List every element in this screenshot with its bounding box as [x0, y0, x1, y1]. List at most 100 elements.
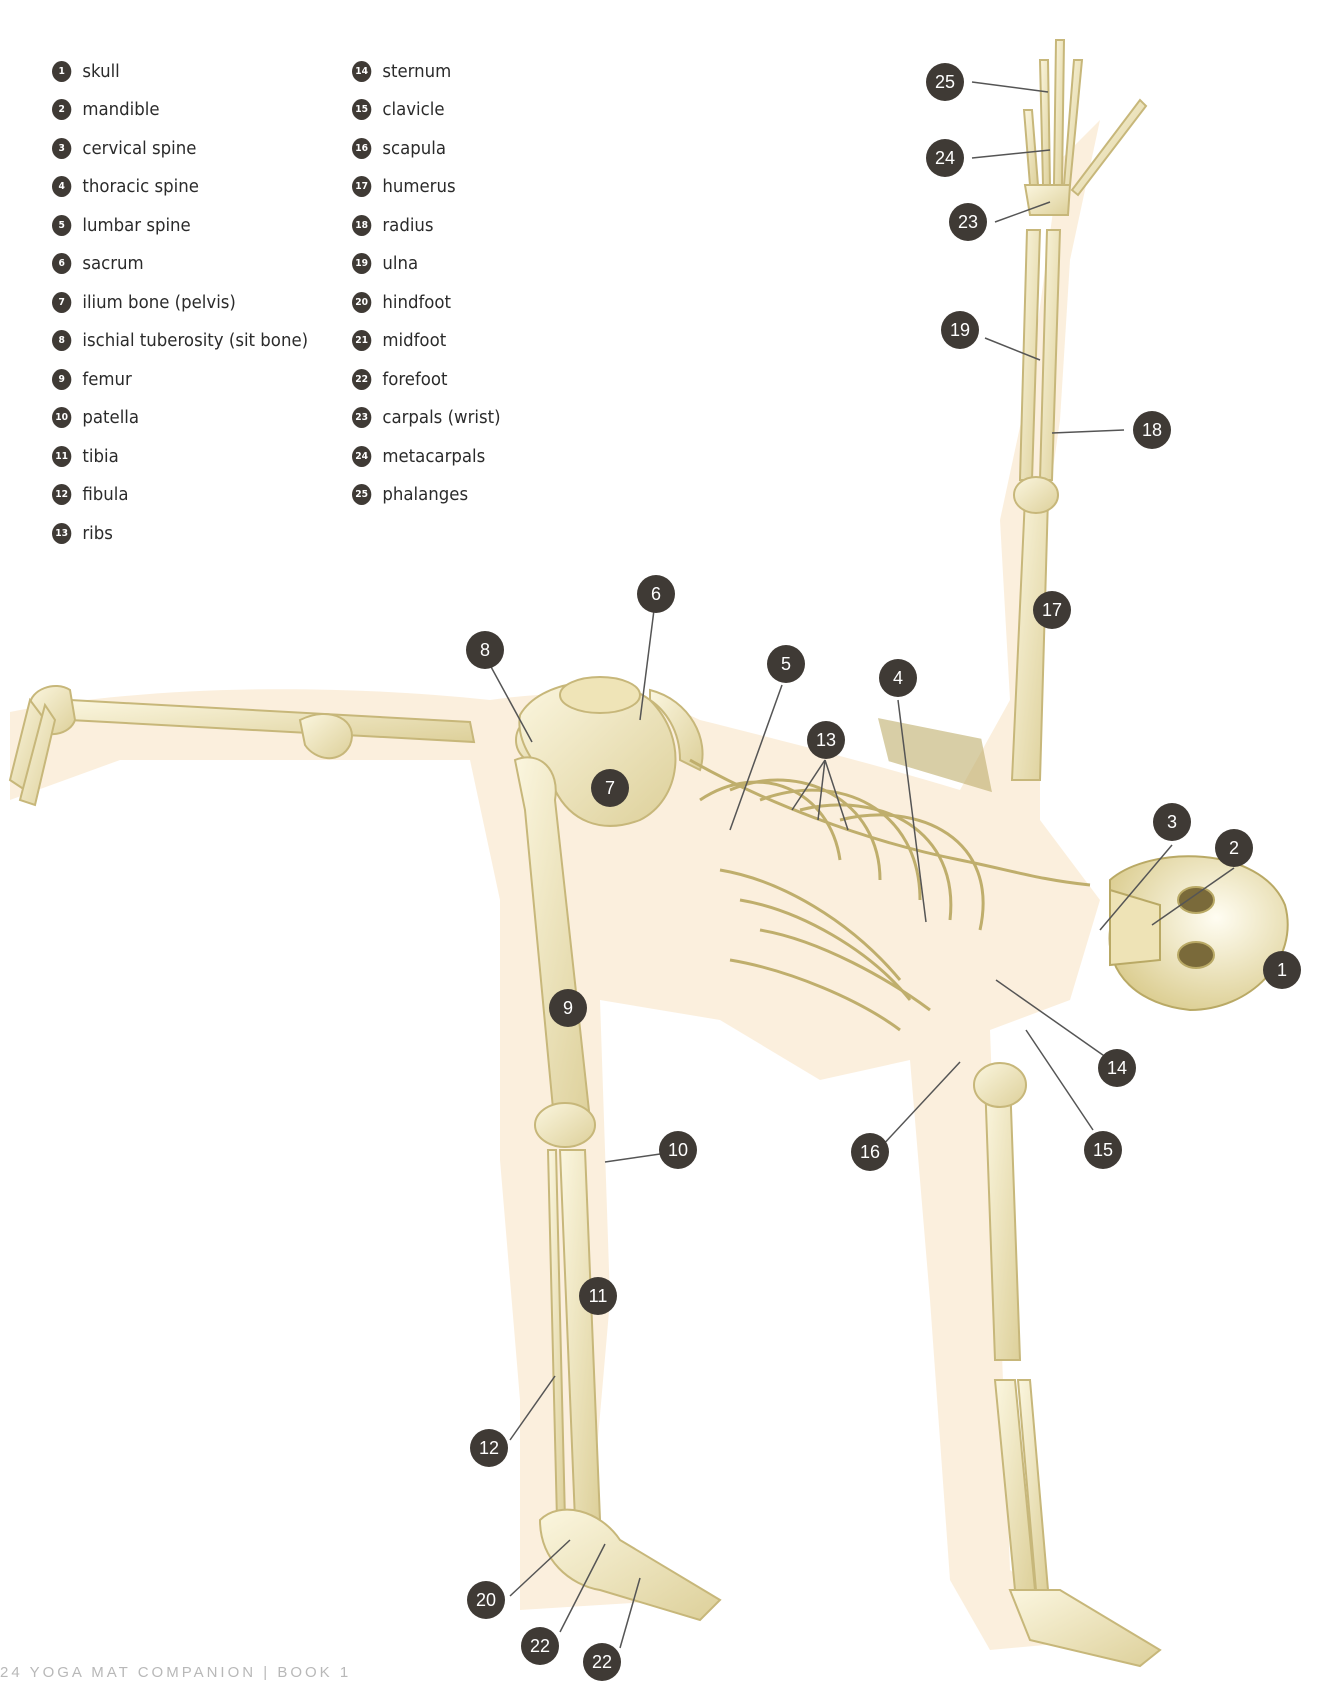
callout-25: 25 — [926, 63, 964, 101]
callout-9: 9 — [549, 989, 587, 1027]
callout-number: 18 — [1142, 420, 1162, 440]
legend-item: 13ribs — [52, 514, 308, 553]
callout-number: 5 — [781, 654, 791, 674]
callout-number: 12 — [479, 1438, 499, 1458]
callout-12: 12 — [470, 1429, 508, 1467]
legend-item: 3cervical spine — [52, 129, 308, 168]
callout-17: 17 — [1033, 591, 1071, 629]
legend-badge: 10 — [52, 407, 71, 428]
legend-label: patella — [82, 407, 139, 428]
callout-5: 5 — [767, 645, 805, 683]
legend-badge: 16 — [352, 138, 371, 159]
callout-number: 15 — [1093, 1140, 1113, 1160]
legend-label: sacrum — [82, 253, 143, 274]
callout-number: 17 — [1042, 600, 1062, 620]
legend-item: 7 ilium bone (pelvis) — [52, 283, 308, 322]
legend-badge: 15 — [352, 99, 371, 120]
legend-label: ilium bone (pelvis) — [82, 292, 236, 313]
legend-item: 21 midfoot — [352, 322, 501, 361]
callout-18: 18 — [1133, 411, 1171, 449]
callout-number: 8 — [480, 640, 490, 660]
legend-badge: 14 — [352, 61, 371, 82]
callout-number: 9 — [563, 998, 573, 1018]
legend-badge: 23 — [352, 407, 371, 428]
callout-13: 13 — [807, 721, 845, 759]
legend-badge: 8 — [52, 330, 71, 351]
legend-label: ribs — [82, 523, 113, 544]
callout-14: 14 — [1098, 1049, 1136, 1087]
callout-number: 7 — [605, 778, 615, 798]
legend-label: phalanges — [382, 484, 468, 505]
legend-item: 25 phalanges — [352, 476, 501, 515]
legend-label: carpals (wrist) — [382, 407, 500, 428]
callout-number: 25 — [935, 72, 955, 92]
callout-6: 6 — [637, 575, 675, 613]
legend-badge: 7 — [52, 292, 71, 313]
callout-2: 2 — [1215, 829, 1253, 867]
legend-item: 23 carpals (wrist) — [352, 399, 501, 438]
legend-badge: 25 — [352, 484, 371, 505]
legend-badge: 12 — [52, 484, 71, 505]
callout-number: 6 — [651, 584, 661, 604]
legend-badge: 6 — [52, 253, 71, 274]
legend-label: midfoot — [382, 330, 446, 351]
legend-label: thoracic spine — [82, 176, 199, 197]
legend-badge: 2 — [52, 99, 71, 120]
legend-item: 11 tibia — [52, 437, 308, 476]
legend-badge: 4 — [52, 176, 71, 197]
legend-label: femur — [82, 369, 131, 390]
callout-number: 22 — [592, 1652, 612, 1672]
callout-number: 19 — [950, 320, 970, 340]
legend-label: humerus — [382, 176, 455, 197]
callout-15: 15 — [1084, 1131, 1122, 1169]
callout-number: 2 — [1229, 838, 1239, 858]
callout-number: 14 — [1107, 1058, 1127, 1078]
legend-item: 5 lumbar spine — [52, 206, 308, 245]
callout-20: 20 — [467, 1581, 505, 1619]
callout-number: 4 — [893, 668, 903, 688]
legend-label: forefoot — [382, 369, 447, 390]
callout-16: 16 — [851, 1133, 889, 1171]
legend-label: hindfoot — [382, 292, 451, 313]
legend-badge: 22 — [352, 369, 371, 390]
legend-item: 2 mandible — [52, 91, 308, 130]
callout-22: 22 — [521, 1627, 559, 1665]
callout-number: 23 — [958, 212, 978, 232]
legend-label: tibia — [82, 446, 118, 467]
callout-1: 1 — [1263, 951, 1301, 989]
legend-badge: 17 — [352, 176, 371, 197]
callout-4: 4 — [879, 659, 917, 697]
skull — [1110, 856, 1288, 1010]
legend-badge: 5 — [52, 215, 71, 236]
legend-label: ulna — [382, 253, 418, 274]
legend-badge: 21 — [352, 330, 371, 351]
callout-number: 13 — [816, 730, 836, 750]
page-footer: 24 YOGA MAT COMPANION | BOOK 1 — [0, 1664, 351, 1681]
callout-number: 1 — [1277, 960, 1287, 980]
legend-badge: 11 — [52, 446, 71, 467]
legend-label: radius — [382, 215, 433, 236]
legend-item: 22 forefoot — [352, 360, 501, 399]
legend-item: 10 patella — [52, 399, 308, 438]
legend-label: scapula — [382, 138, 446, 159]
legend-column-2: 14sternum15clavicle16scapula17humerus18r… — [352, 52, 514, 514]
legend-item: 17 humerus — [352, 168, 501, 207]
callout-number: 11 — [589, 1286, 608, 1306]
legend-item: 16 scapula — [352, 129, 501, 168]
legend-label: lumbar spine — [82, 215, 190, 236]
legend-label: mandible — [82, 99, 159, 120]
legend-label: fibula — [82, 484, 128, 505]
callout-10: 10 — [659, 1131, 697, 1169]
callout-19: 19 — [941, 311, 979, 349]
legend-label: metacarpals — [382, 446, 485, 467]
callout-7: 7 — [591, 769, 629, 807]
callout-3: 3 — [1153, 803, 1191, 841]
